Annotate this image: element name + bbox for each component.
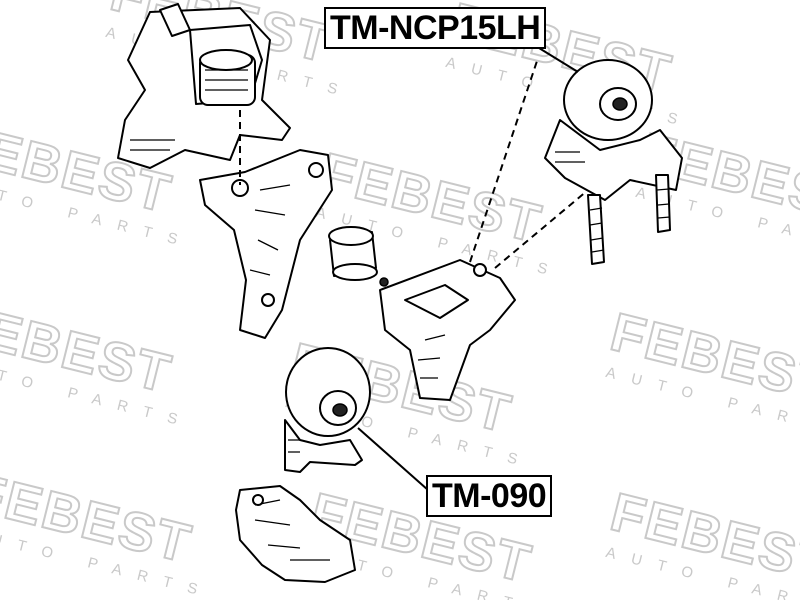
- lower-bracket-icon: [235, 485, 356, 583]
- round-rubber-mount-icon: [284, 347, 371, 473]
- center-bracket-icon: [379, 259, 516, 401]
- part-number-label-upper: TM-NCP15LH: [324, 7, 547, 49]
- engine-mount-bracket-icon: [117, 3, 291, 169]
- part-number-label-lower: TM-090: [426, 475, 553, 517]
- lower-callout-leader: [357, 427, 429, 491]
- rubber-mount-with-studs-icon: [544, 59, 683, 265]
- bushing-cylinder-icon: [328, 226, 378, 281]
- support-bracket-icon: [199, 149, 333, 339]
